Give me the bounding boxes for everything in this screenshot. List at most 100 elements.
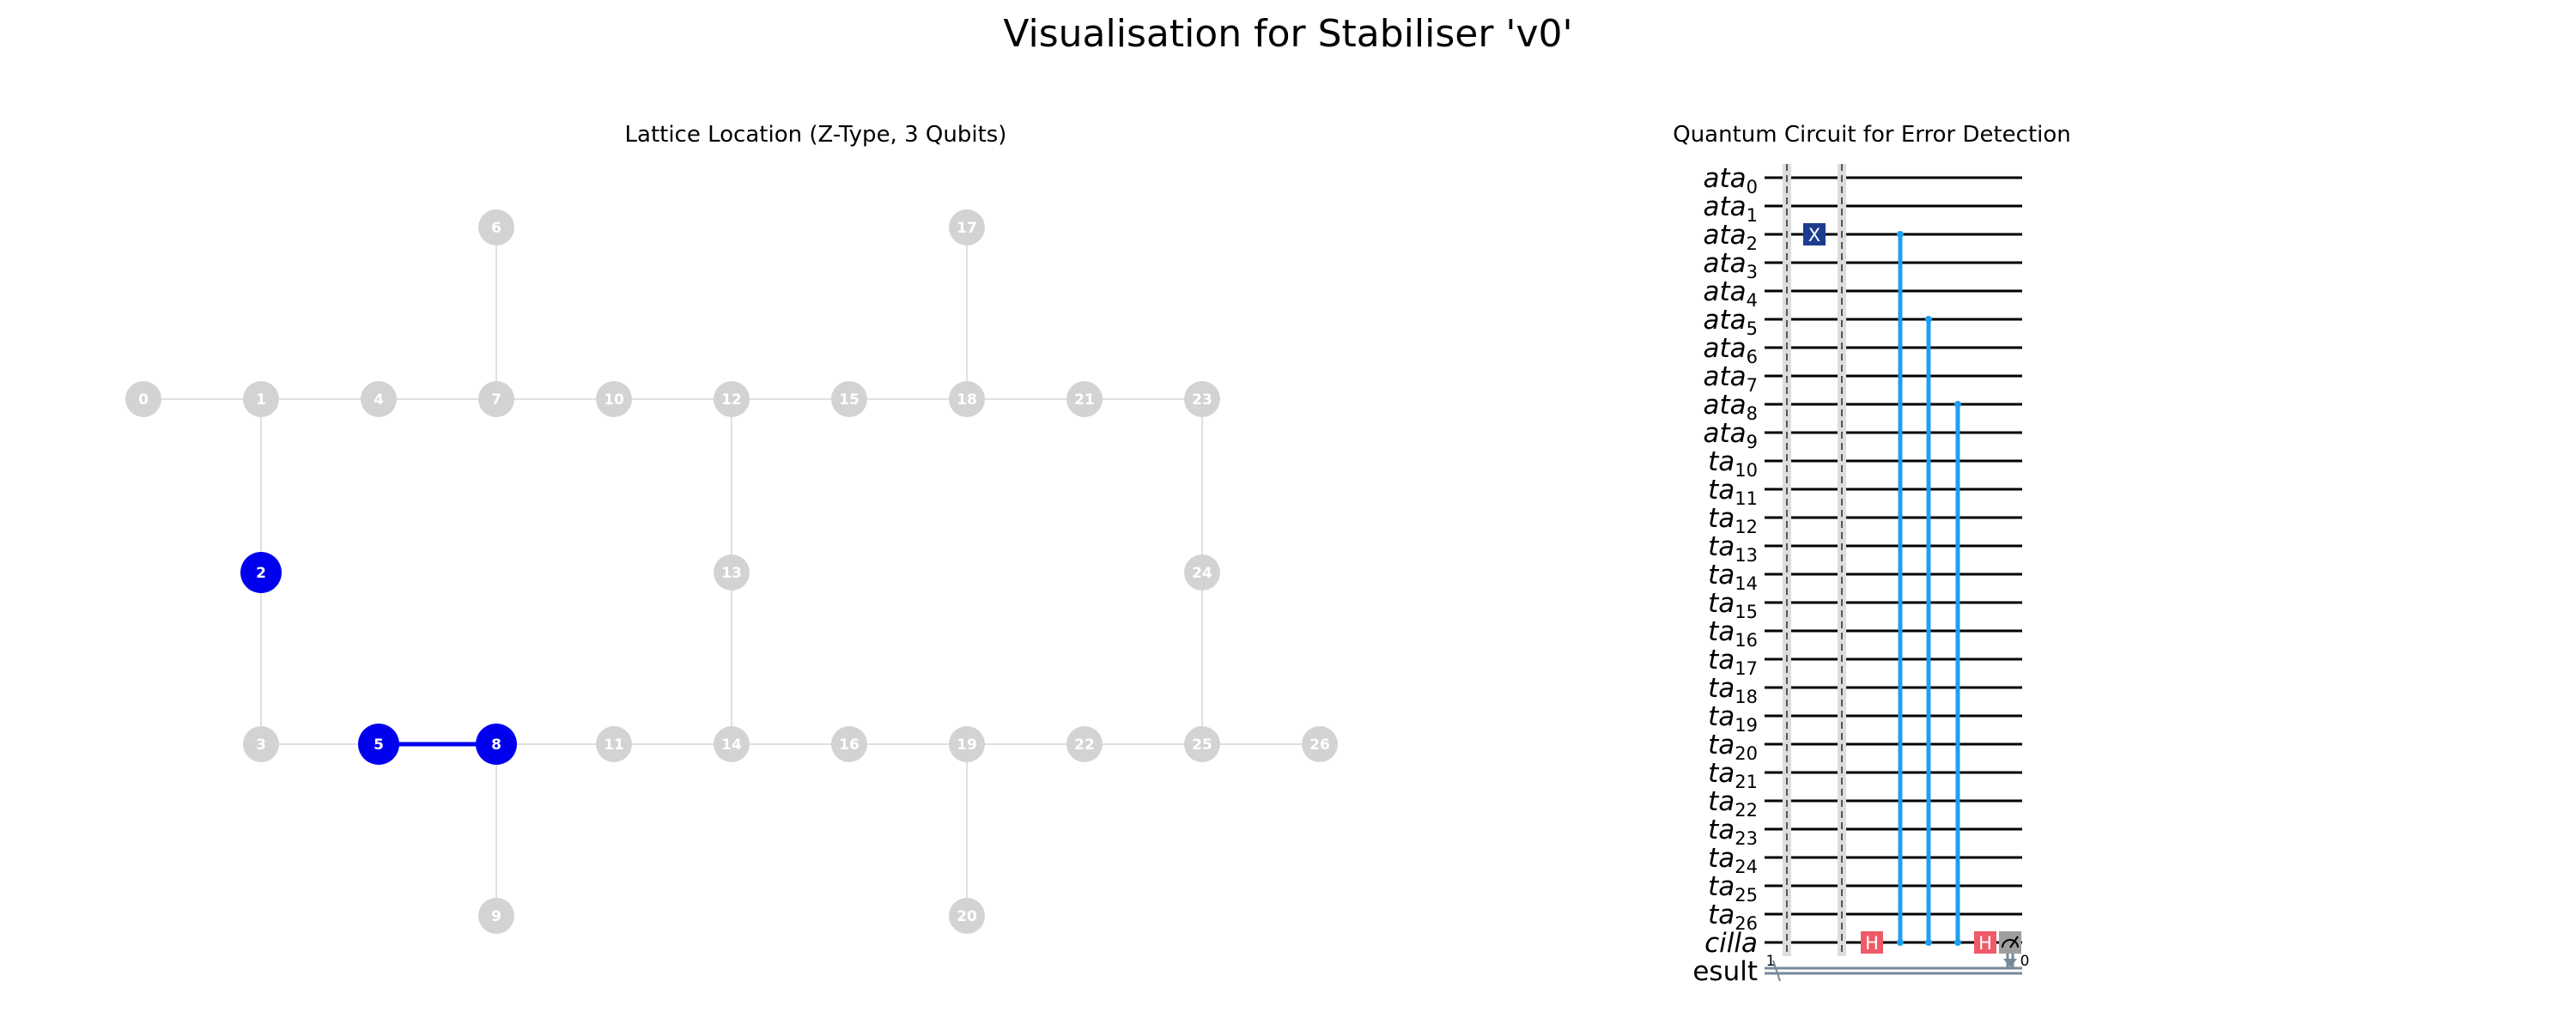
lattice-node-8: 8 — [476, 724, 517, 765]
node-circle — [243, 726, 279, 762]
wire-label: ta26 — [1708, 900, 1758, 934]
circuit-title: Quantum Circuit for Error Detection — [1673, 122, 2071, 148]
node-circle — [240, 552, 282, 593]
wire-label: ata6 — [1703, 333, 1758, 367]
lattice-node-21: 21 — [1066, 381, 1103, 417]
wire-label: cilla — [1704, 928, 1758, 959]
wire-label: ta23 — [1708, 815, 1758, 849]
lattice-node-15: 15 — [831, 381, 867, 417]
wire-label: ta14 — [1708, 560, 1758, 594]
node-label: 20 — [957, 908, 977, 925]
lattice-node-3: 3 — [243, 726, 279, 762]
wire-label: ata1 — [1703, 191, 1758, 226]
wire-label: ata0 — [1703, 163, 1758, 197]
lattice-node-18: 18 — [949, 381, 985, 417]
classical-label: esult — [1692, 956, 1758, 987]
node-label: 18 — [957, 391, 977, 409]
node-circle — [478, 209, 514, 245]
node-label: 23 — [1192, 391, 1212, 409]
wire-label: ta10 — [1708, 446, 1758, 481]
lattice-node-16: 16 — [831, 726, 867, 762]
node-circle — [1302, 726, 1338, 762]
node-label: 1 — [256, 391, 266, 409]
lattice-title: Lattice Location (Z-Type, 3 Qubits) — [624, 122, 1007, 148]
node-circle — [831, 726, 867, 762]
wire-label: ata3 — [1703, 248, 1758, 282]
node-label: 7 — [491, 391, 501, 409]
lattice-node-17: 17 — [949, 209, 985, 245]
node-circle — [831, 381, 867, 417]
x-gate: X — [1803, 223, 1826, 245]
h-gate-label: H — [1978, 933, 1992, 954]
wire-label: ta21 — [1708, 758, 1758, 792]
classical-bit-count: 1 — [1766, 953, 1776, 970]
h-gate-box — [1974, 931, 1996, 954]
node-circle — [1066, 726, 1103, 762]
node-circle — [714, 381, 750, 417]
figure-title: Visualisation for Stabiliser 'v0' — [1003, 12, 1573, 56]
node-circle — [478, 898, 514, 934]
lattice-node-5: 5 — [358, 724, 399, 765]
wire-label: ata9 — [1703, 418, 1758, 452]
node-circle — [1184, 554, 1220, 591]
node-circle — [358, 724, 399, 765]
wire-label: ta15 — [1708, 588, 1758, 622]
lattice-node-14: 14 — [714, 726, 750, 762]
node-label: 10 — [604, 391, 624, 409]
node-label: 16 — [839, 736, 860, 754]
node-label: 4 — [374, 391, 384, 409]
wire-label: ta20 — [1708, 730, 1758, 764]
classical-slash — [1772, 960, 1781, 982]
wire-label: ta18 — [1708, 673, 1758, 707]
node-label: 9 — [491, 908, 501, 925]
meter-arc — [2002, 939, 2019, 948]
wire-label: ta16 — [1708, 616, 1758, 651]
lattice-node-26: 26 — [1302, 726, 1338, 762]
node-label: 2 — [256, 565, 266, 582]
wire-label: ta11 — [1708, 475, 1758, 509]
lattice-node-11: 11 — [596, 726, 632, 762]
node-label: 12 — [721, 391, 742, 409]
node-circle — [476, 724, 517, 765]
node-circle — [949, 209, 985, 245]
node-circle — [949, 726, 985, 762]
lattice-node-10: 10 — [596, 381, 632, 417]
wire-label: ata7 — [1703, 361, 1758, 396]
lattice-node-25: 25 — [1184, 726, 1220, 762]
lattice-edges — [143, 227, 1320, 916]
h-gate-box — [1861, 931, 1883, 954]
lattice-node-0: 0 — [125, 381, 161, 417]
lattice-node-24: 24 — [1184, 554, 1220, 591]
node-label: 17 — [957, 220, 977, 237]
lattice-node-1: 1 — [243, 381, 279, 417]
measure-bit-label: 0 — [2020, 953, 2030, 970]
x-gate-label: X — [1808, 225, 1820, 245]
node-circle — [1184, 726, 1220, 762]
node-label: 3 — [256, 736, 266, 754]
node-circle — [949, 381, 985, 417]
node-label: 14 — [721, 736, 742, 754]
wire-label: ata2 — [1703, 220, 1758, 254]
node-label: 24 — [1192, 565, 1212, 582]
node-circle — [1066, 381, 1103, 417]
wire-label: ta13 — [1708, 531, 1758, 566]
control-dot — [1925, 316, 1932, 323]
wire-label: ta22 — [1708, 786, 1758, 821]
meter-needle — [2009, 936, 2019, 948]
node-label: 22 — [1074, 736, 1095, 754]
wire-label: ta17 — [1708, 645, 1758, 679]
wire-label: ta25 — [1708, 871, 1758, 906]
lattice-node-4: 4 — [361, 381, 397, 417]
node-circle — [125, 381, 161, 417]
measure-arrow — [2003, 959, 2017, 967]
node-circle — [478, 381, 514, 417]
classical-register: esult 1 — [1692, 953, 2022, 987]
circuit-wires: ata0ata1ata2ata3ata4ata5ata6ata7ata8ata9… — [1703, 163, 2022, 959]
node-circle — [596, 726, 632, 762]
target-dot — [1897, 939, 1904, 946]
wire-label: ta24 — [1708, 843, 1758, 877]
